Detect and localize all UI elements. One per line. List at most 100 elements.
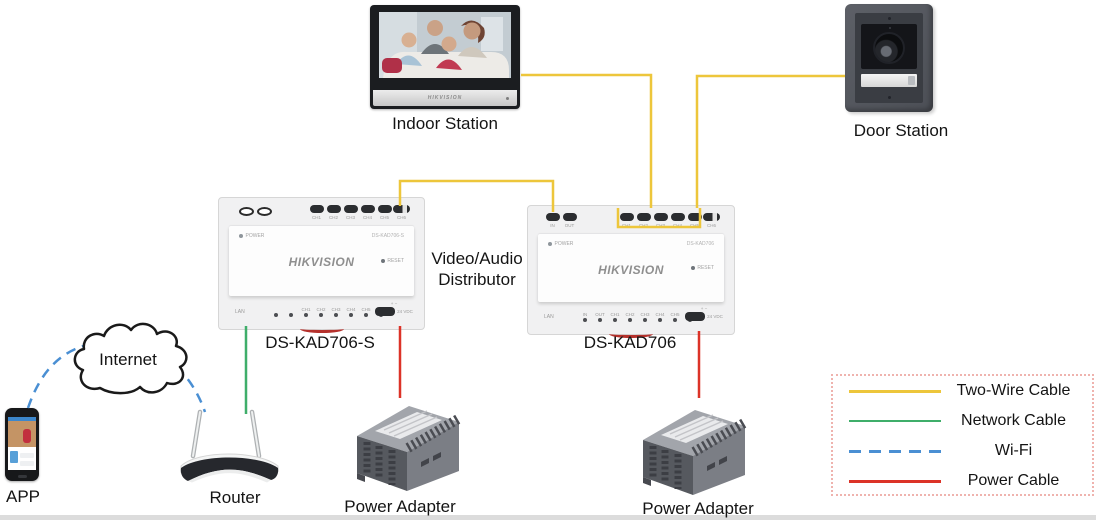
reset-button (690, 266, 695, 271)
router-illustration (180, 409, 279, 483)
indoor-station-speaker-bar: HIKVISION (373, 90, 517, 106)
power-adapter-illustration (643, 410, 747, 495)
legend-label: Network Cable (961, 412, 1066, 429)
reset-control: RESET (690, 265, 714, 272)
mic-hole-icon (889, 27, 891, 29)
lan-label: LAN (235, 309, 245, 315)
ds-kad706-label: DS-KAD706 (583, 333, 677, 352)
dc-polarity-label: + − (390, 301, 398, 306)
port-label: CH1 (308, 205, 325, 220)
port-label: IN (578, 308, 592, 322)
power-label: POWER (554, 241, 574, 247)
power-adapter-illustration (357, 406, 461, 491)
dc-terminal: + − 24 VDC (370, 301, 418, 316)
dc-voltage-label: 24 VDC (397, 309, 413, 314)
power-adapter-left-device (345, 386, 465, 499)
port-label: CH2 (314, 303, 328, 317)
door-station-device (845, 4, 933, 112)
phone-video-feed (8, 421, 36, 447)
smartphone-app-device (5, 408, 39, 481)
power-led-icon (239, 234, 243, 238)
internet-label: Internet (99, 350, 157, 369)
hikvision-logo: HIKVISION (288, 255, 355, 270)
lan-label: LAN (544, 314, 554, 320)
port-label: OUT (561, 213, 578, 228)
ds-kad706-s-label: DS-KAD706-S (265, 333, 375, 352)
indoor-station-device: HIKVISION (370, 5, 520, 109)
door-station-camera-module (861, 24, 917, 69)
legend: Two-Wire Cable Network Cable Wi-Fi Power… (831, 374, 1094, 496)
door-station-panel (855, 13, 923, 103)
screw-icon (888, 17, 891, 20)
dc-connector-icon (375, 307, 396, 316)
two-wire-indoor-to-distributor (521, 73, 653, 208)
port-label: CH1 (608, 308, 622, 322)
phone-home-button (17, 475, 27, 478)
legend-label: Power Cable (967, 472, 1060, 489)
two-wire-cable-line-icon (849, 389, 941, 393)
dc-connector-icon (685, 312, 706, 321)
mic-hole-icon (506, 97, 509, 100)
port-label: CH2 (325, 205, 342, 220)
power-indicator: POWER (239, 233, 264, 239)
port-label: CH5 (376, 205, 393, 220)
port-label: OUT (593, 308, 607, 322)
wifi-dashed-line-icon (849, 449, 941, 453)
port-label: CH6 (703, 213, 720, 228)
red-clip-icon (299, 325, 344, 333)
indoor-station-screen-photo (379, 12, 511, 78)
port-label: CH1 (618, 213, 635, 228)
power-adapter-left-label: Power Adapter (344, 497, 456, 516)
phone-ui-row (20, 453, 34, 458)
phone-screen (8, 417, 36, 470)
legend-row-two-wire: Two-Wire Cable (833, 376, 1092, 406)
door-station-nametag (861, 74, 917, 87)
port-label: CH5 (686, 213, 703, 228)
phone-ui-row (20, 461, 34, 466)
power-adapter-right-device (631, 390, 751, 503)
power-label: POWER (245, 233, 265, 239)
port-label (284, 303, 298, 317)
port-label: CH5 (668, 308, 682, 322)
phone-status-bar (8, 417, 36, 421)
reset-label: RESET (697, 265, 714, 272)
ring-ports-icon (239, 207, 272, 216)
bottom-edge-band (0, 515, 1096, 520)
door-station-label: Door Station (853, 121, 949, 140)
indoor-station-label: Indoor Station (392, 114, 498, 133)
dc-voltage-label: 24 VDC (707, 314, 723, 319)
port-label: CH3 (652, 213, 669, 228)
dc-polarity-label: + − (700, 306, 708, 311)
port-label: CH4 (344, 303, 358, 317)
front-panel: POWER DS-KAD706-S HIKVISION RESET (229, 226, 414, 296)
app-label: APP (5, 487, 41, 506)
legend-label: Two-Wire Cable (956, 382, 1071, 399)
legend-row-power: Power Cable (833, 466, 1092, 496)
screw-icon (888, 96, 891, 99)
port-label: CH3 (638, 308, 652, 322)
power-led-icon (548, 242, 552, 246)
port-label: CH6 (393, 205, 410, 220)
legend-row-network: Network Cable (833, 406, 1092, 436)
router-device (178, 408, 282, 489)
network-cable-line-icon (849, 419, 941, 423)
front-panel: POWER DS-KAD706 HIKVISION RESET (538, 234, 724, 302)
model-text: DS-KAD706 (686, 241, 714, 247)
port-label: CH4 (653, 308, 667, 322)
port-label: CH3 (329, 303, 343, 317)
port-label: CH2 (635, 213, 652, 228)
reset-control: RESET (380, 258, 404, 265)
call-button (908, 76, 915, 85)
camera-lens-icon (873, 31, 905, 64)
reset-label: RESET (387, 258, 404, 265)
